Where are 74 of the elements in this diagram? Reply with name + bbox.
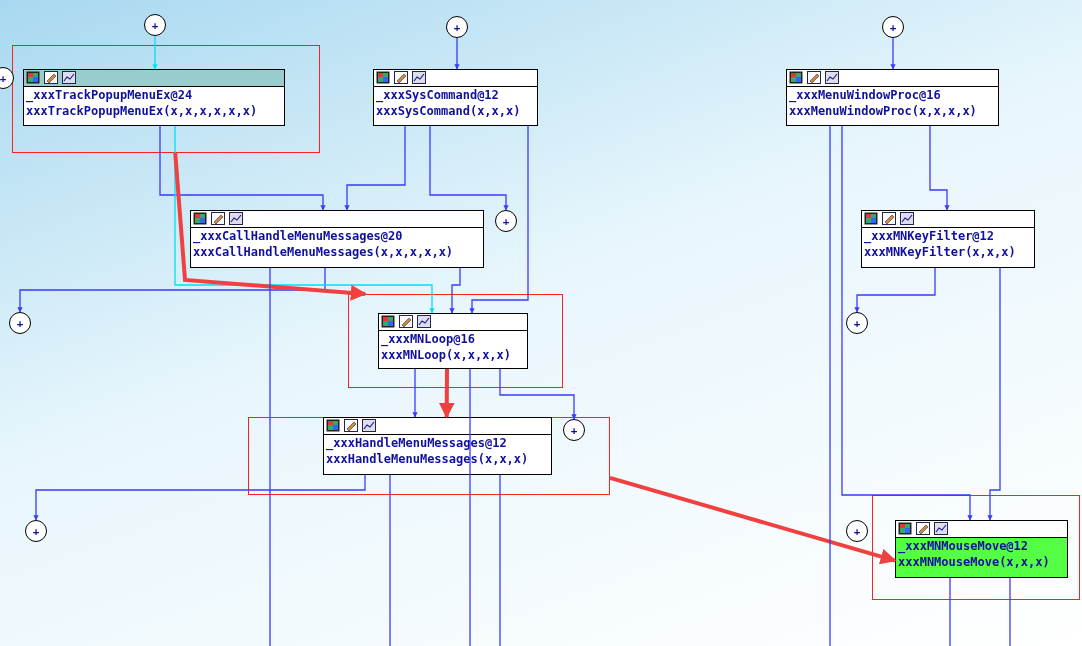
function-node-box [786,69,999,126]
call-arrow [469,125,529,314]
function-name: _xxxMNKeyFilter@12 [863,228,996,244]
expand-node-circle [9,312,31,334]
expand-sign: + [889,21,897,33]
highlight-frame [12,45,320,153]
call-arrow [499,368,577,420]
expand-node-circle [144,14,166,36]
expand-node-circle [495,210,517,232]
expand-node-circle [446,16,468,38]
expand-node-circle [25,520,47,542]
expand-sign: + [0,72,7,84]
expand-node-circle [563,419,585,441]
call-arrow [412,368,418,418]
call-arrow [929,125,950,211]
call-arrow [344,125,406,211]
call-arrow [159,125,326,211]
highlight-frame [872,495,1080,600]
function-node-box [373,69,538,126]
function-node-box [190,210,484,268]
expand-sign: + [16,317,24,329]
function-name: xxxMNLoop(x,x,x,x) [380,347,513,363]
function-name: _xxxSysCommand@12 [375,87,500,103]
expand-sign: + [502,215,510,227]
highlight-arrow [609,475,897,565]
function-node-box [323,417,552,475]
call-arrow [890,37,896,70]
call-arrow [152,35,158,70]
call-line [949,577,951,646]
call-arrow [987,267,1001,521]
call-arrow [449,267,461,314]
call-line [499,474,501,646]
function-name: _xxxHandleMenuMessages@12 [325,435,508,451]
function-node-box [861,210,1035,268]
function-name: xxxCallHandleMenuMessages(x,x,x,x,x) [192,244,455,260]
expand-sign: + [853,317,861,329]
call-arrow [841,125,973,521]
highlight-frame [348,294,563,388]
call-arrow [429,125,509,211]
call-arrow [854,267,936,313]
call-line [389,474,391,646]
call-line [269,267,271,646]
call-line [469,368,471,646]
call-arrow [174,125,435,314]
expand-node-circle [846,520,868,542]
highlight-arrow [438,369,455,419]
function-node-box [895,520,1068,578]
function-name: xxxTrackPopupMenuEx(x,x,x,x,x,x) [25,103,259,119]
call-line [829,125,831,646]
highlight-arrow [173,152,367,301]
highlight-frame [248,417,610,495]
function-name: _xxxTrackPopupMenuEx@24 [25,87,194,103]
call-arrow [17,267,326,313]
function-name: _xxxMNMouseMove@12 [897,538,1030,554]
expand-sign: + [151,19,159,31]
expand-node-circle [882,16,904,38]
function-node-box [23,69,285,126]
function-name: xxxHandleMenuMessages(x,x,x) [325,451,530,467]
expand-sign: + [32,525,40,537]
call-arrow [454,37,460,70]
function-name: _xxxCallHandleMenuMessages@20 [192,228,404,244]
expand-sign: + [453,21,461,33]
function-name: xxxMNKeyFilter(x,x,x) [863,244,1017,260]
expand-node-circle [846,312,868,334]
call-arrow [33,474,366,521]
function-name: xxxMenuWindowProc(x,x,x,x) [788,103,978,119]
function-node-box [378,313,528,369]
expand-sign: + [853,525,861,537]
function-name: _xxxMNLoop@16 [380,331,476,347]
function-name: xxxMNMouseMove(x,x,x) [897,554,1051,570]
function-name: _xxxMenuWindowProc@16 [788,87,942,103]
call-line [1009,577,1011,646]
function-name: xxxSysCommand(x,x,x) [375,103,522,119]
expand-sign: + [570,424,578,436]
